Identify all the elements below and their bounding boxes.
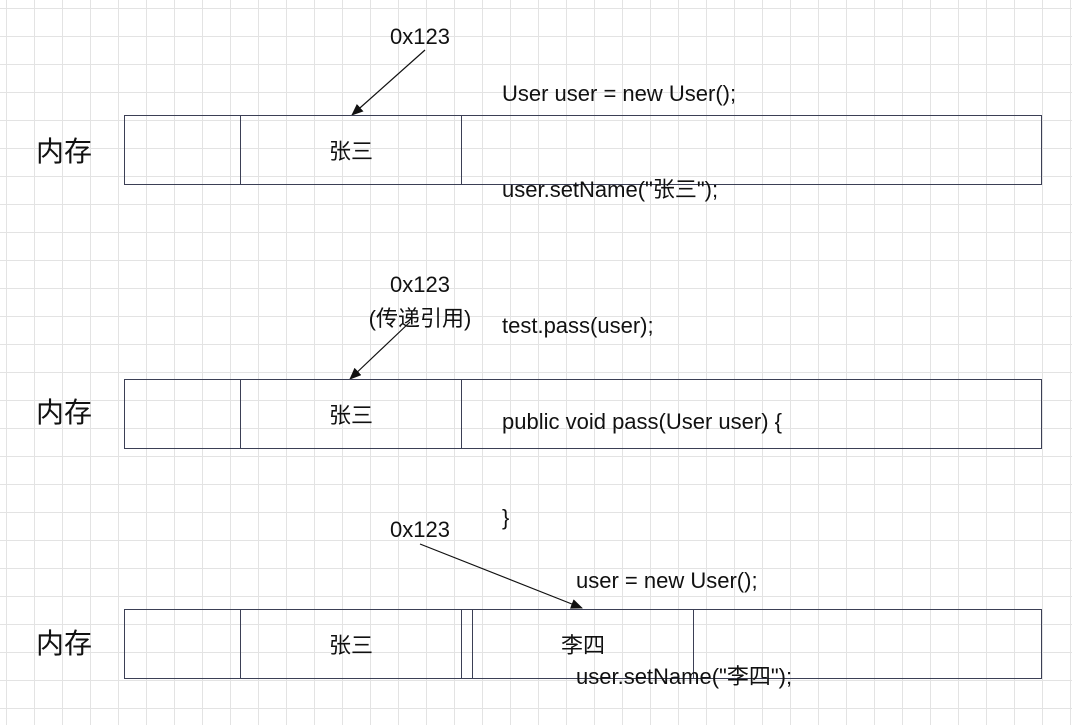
object-block: 张三: [240, 379, 462, 449]
object-block: 张三: [240, 609, 462, 679]
address-label: 0x123: [390, 24, 450, 49]
code-line: test.pass(user);: [502, 313, 654, 338]
memory-strip: [124, 379, 1042, 449]
memory-label: 内存: [36, 136, 93, 167]
memory-label: 内存: [36, 628, 93, 659]
memory-label: 内存: [36, 397, 93, 428]
code-line: user.setName("李四");: [576, 664, 793, 689]
code-line: user = new User();: [576, 568, 758, 593]
code-snippet: test.pass(user); public void pass(User u…: [502, 246, 782, 566]
code-snippet: user = new User(); user.setName("李四");: [576, 501, 792, 725]
memory-strip: [124, 115, 1042, 185]
code-line: user.setName("张三");: [502, 177, 719, 202]
code-line: public void pass(User user) {: [502, 409, 783, 434]
address-note: (传递引用): [368, 306, 472, 331]
code-line: }: [502, 505, 510, 530]
pointer-arrow-1: [351, 49, 426, 116]
object-block: 李四: [472, 609, 694, 679]
address-label: 0x123: [390, 517, 450, 542]
address-label: 0x123: [390, 272, 450, 297]
object-block: 张三: [240, 115, 462, 185]
code-line: User user = new User();: [502, 81, 737, 106]
code-snippet: User user = new User(); user.setName("张三…: [502, 14, 736, 238]
